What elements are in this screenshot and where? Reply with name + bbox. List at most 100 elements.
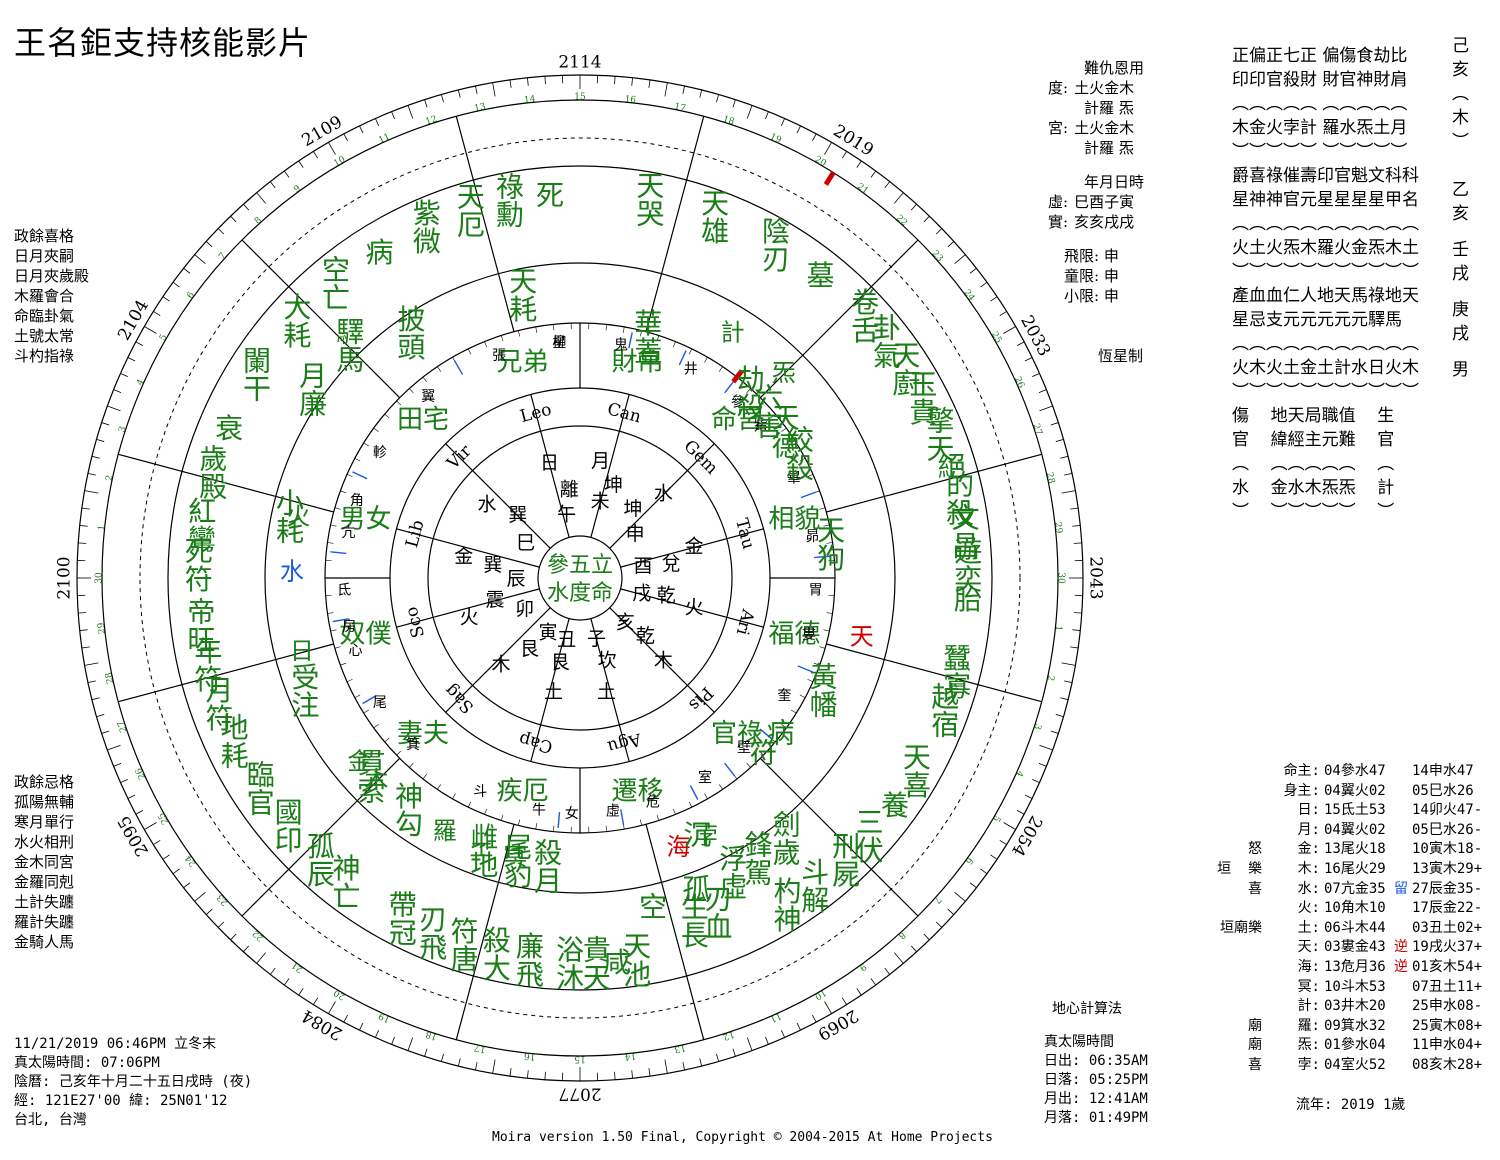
branch-char: 月 — [591, 450, 610, 472]
branch-char: 子 — [587, 628, 606, 650]
mansion-marker — [332, 618, 349, 623]
star-name: 胎 — [950, 584, 983, 612]
star-name: 劍歲 — [769, 810, 802, 866]
degree-tick — [440, 1053, 444, 1062]
degree-tick — [1072, 525, 1081, 527]
ring-planet: 日 — [290, 637, 314, 665]
degree-tick — [113, 763, 122, 767]
palace-name: 財帛 — [611, 348, 663, 378]
star-name: 祿勳 — [492, 172, 525, 228]
degree-tick — [183, 882, 191, 888]
degree-tick — [205, 241, 213, 248]
star-name: 尾豹 — [500, 833, 533, 889]
birth-info: 11/21/2019 06:46PM 立冬末 真太陽時間: 07:06PM 陰曆… — [14, 1035, 252, 1130]
mansion-name: 胃 — [809, 582, 823, 598]
planet-name: 炁: — [1297, 1037, 1320, 1054]
branch-char: 辰 — [507, 568, 526, 590]
mansion-name: 觜 — [754, 418, 768, 434]
planet-name: 火: — [1297, 900, 1320, 917]
degree-tick — [127, 357, 136, 362]
ring-planet: 木 — [364, 766, 388, 794]
ring-planet: 冥 — [503, 843, 527, 871]
degree-tick — [765, 111, 769, 120]
du-row1: 土火金木 — [1074, 79, 1135, 97]
branch-char: 酉 — [634, 555, 653, 577]
star-name: 蠶寡 — [939, 643, 972, 699]
degree-tick — [1073, 542, 1082, 544]
degree-tick — [910, 945, 917, 953]
degree-tick — [359, 1022, 364, 1031]
mansion-tick — [354, 694, 361, 698]
degree-tick — [183, 268, 191, 274]
planet-tag: 喜 — [1248, 880, 1262, 897]
branch-char: 日 — [540, 452, 559, 474]
palace-name: 相貌 — [768, 505, 820, 535]
mansion-tick — [639, 819, 642, 826]
mansion-marker — [724, 379, 736, 394]
planet-v2: 19戌火37+ — [1412, 939, 1483, 956]
planet-mark — [1394, 840, 1412, 860]
nian-header: 年月日時 — [1084, 173, 1145, 191]
star-name: 殺月 — [530, 837, 563, 893]
degree-label: 3 — [1031, 722, 1042, 731]
mansion-name: 角 — [350, 493, 364, 509]
degree-tick — [79, 629, 88, 631]
degree-tick — [716, 1053, 720, 1062]
degree-tick — [230, 933, 237, 941]
degree-label: 16 — [523, 1050, 536, 1061]
side-char: 戌 — [1452, 264, 1469, 284]
pattern-item: 日月夾嗣 — [14, 247, 75, 265]
mansion-name: 鬼 — [614, 338, 628, 354]
planet-name: 水: — [1297, 880, 1320, 897]
mansion-tick — [330, 524, 337, 527]
degree-tick — [284, 978, 290, 986]
mansion-tick — [819, 507, 826, 510]
degree-label: 19 — [768, 132, 783, 146]
palace-name: 男女 — [340, 505, 392, 535]
planet-v2: 14卯火47- — [1412, 802, 1483, 819]
sign-divider — [590, 394, 630, 538]
degree-tick — [841, 151, 847, 159]
degree-tick — [1050, 730, 1059, 734]
palace-divider — [645, 273, 663, 332]
mansion-name: 翼 — [421, 389, 435, 405]
left-good-patterns: 政餘喜格 日月夾嗣 日月夾歲殿 木羅會合 命臨卦氣 土號太常 斗杓指祿 — [14, 226, 89, 366]
birth-line: 經: 121E27'00 緯: 25N01'12 — [14, 1093, 228, 1109]
degree-tick — [1061, 490, 1076, 494]
year-label: 2069 — [814, 1005, 861, 1044]
star-name: 天厄 — [453, 182, 486, 238]
degree-tick — [1016, 810, 1025, 815]
mansion-tick — [363, 442, 369, 447]
planet-v2: 27辰金35- — [1412, 880, 1483, 897]
degree-label: 16 — [624, 95, 637, 106]
xu-value: 巳酉子寅 — [1074, 193, 1135, 211]
mansion-tick — [799, 458, 806, 462]
mansion-name: 井 — [684, 362, 698, 378]
branch-char: 艮 — [551, 652, 570, 674]
degree-tick — [732, 1048, 736, 1057]
right-row: 爵喜祿催壽印官魁文科科 — [1232, 166, 1419, 186]
degree-tick — [81, 507, 90, 510]
branch-char: 申 — [626, 523, 645, 545]
degree-tick — [407, 105, 414, 119]
degree-tick — [107, 744, 121, 751]
outer-divider — [802, 239, 919, 356]
degree-tick — [765, 1036, 769, 1045]
planet-name: 土: — [1297, 919, 1320, 936]
palace-divider — [356, 757, 401, 802]
star-name: 孤辰 — [303, 831, 336, 887]
mansion-tick — [758, 400, 764, 406]
mansion-marker — [352, 471, 368, 480]
branch-char: 亥 — [616, 611, 635, 633]
planet-mark — [1394, 860, 1412, 880]
mansion-tick — [781, 427, 787, 432]
planet-mark: 逆 — [1394, 939, 1408, 956]
info-header: 難仇恩用 — [1084, 59, 1145, 77]
mansion-name: 牛 — [532, 802, 546, 818]
mansion-name: 危 — [646, 794, 660, 810]
